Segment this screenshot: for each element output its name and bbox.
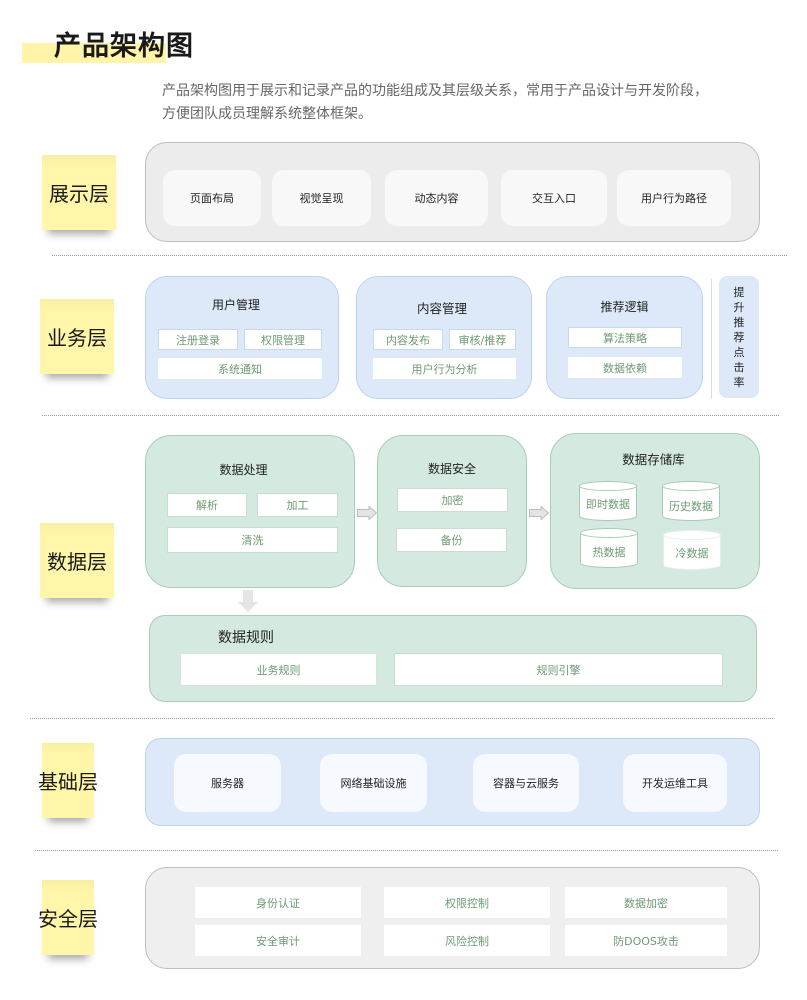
storage-cylinder: 即时数据 — [579, 481, 637, 521]
layer-divider — [52, 255, 787, 256]
layer-label-infrastructure: 基础层 — [38, 743, 98, 818]
arrow-right-icon — [529, 506, 549, 520]
presentation-item: 动态内容 — [385, 170, 488, 226]
business-group-recommendation: 推荐逻辑 算法策略 数据依赖 — [546, 276, 703, 399]
layer-label-text: 基础层 — [38, 770, 98, 794]
group-title: 用户管理 — [211, 298, 260, 312]
business-chip: 内容发布 — [373, 329, 443, 350]
group-title: 内容管理 — [416, 301, 467, 316]
security-item: 数据加密 — [565, 887, 727, 918]
group-title: 数据处理 — [219, 463, 268, 477]
storage-cylinder: 冷数据 — [663, 530, 721, 570]
security-item: 防DOOS攻击 — [565, 925, 727, 956]
business-chip: 权限管理 — [244, 329, 322, 350]
infrastructure-item: 容器与云服务 — [473, 754, 579, 812]
arrow-down-icon — [238, 590, 258, 612]
infrastructure-item: 网络基础设施 — [320, 754, 427, 812]
storage-label: 热数据 — [592, 546, 626, 559]
side-note-char: 率 — [733, 375, 745, 389]
layer-label-text: 安全层 — [38, 907, 98, 931]
arrow-right-icon — [357, 506, 377, 520]
title-highlight — [22, 43, 166, 63]
storage-cylinder: 历史数据 — [662, 481, 720, 521]
database-icon — [580, 528, 638, 568]
layer-label-business: 业务层 — [40, 299, 114, 374]
side-note-char: 升 — [733, 300, 745, 314]
infrastructure-item: 开发运维工具 — [623, 754, 727, 812]
infrastructure-item: 服务器 — [174, 754, 281, 812]
layer-divider — [35, 850, 778, 851]
page-description: 产品架构图用于展示和记录产品的功能组成及其层级关系，常用于产品设计与开发阶段， … — [162, 80, 762, 126]
description-line-1: 产品架构图用于展示和记录产品的功能组成及其层级关系，常用于产品设计与开发阶段， — [162, 83, 708, 99]
presentation-panel: 页面布局 视觉呈现 动态内容 交互入口 用户行为路径 — [145, 142, 760, 242]
data-storage-panel: 数据存储库 即时数据 历史数据 热数据 冷数据 — [550, 433, 760, 589]
security-item: 权限控制 — [384, 887, 550, 918]
data-chip: 解析 — [167, 493, 247, 517]
group-title: 数据安全 — [427, 462, 476, 476]
data-chip: 规则引擎 — [394, 653, 723, 686]
layer-label-data: 数据层 — [40, 523, 114, 598]
business-chip: 用户行为分析 — [373, 358, 516, 379]
storage-label: 即时数据 — [586, 498, 630, 511]
page-title: 产品架构图 — [54, 31, 194, 62]
business-chip: 算法策略 — [568, 327, 682, 348]
data-chip: 业务规则 — [180, 653, 377, 686]
side-note-char: 点 — [733, 345, 745, 359]
data-processing-panel: 数据处理 解析 加工 清洗 — [145, 435, 355, 588]
data-chip: 加工 — [257, 493, 338, 517]
business-chip: 数据依赖 — [568, 357, 682, 378]
data-chip: 加密 — [397, 488, 508, 512]
data-chip: 清洗 — [167, 527, 338, 553]
database-icon — [579, 481, 637, 521]
presentation-item: 交互入口 — [501, 170, 607, 226]
data-security-panel: 数据安全 加密 备份 — [377, 435, 527, 587]
database-icon — [663, 530, 721, 570]
data-rules-panel: 数据规则 业务规则 规则引擎 — [149, 615, 757, 702]
security-panel: 身份认证 权限控制 数据加密 安全审计 风险控制 防DOOS攻击 — [145, 867, 760, 969]
security-item: 风险控制 — [384, 925, 550, 956]
business-group-content-management: 内容管理 内容发布 审核/推荐 用户行为分析 — [356, 276, 532, 399]
business-chip: 审核/推荐 — [449, 329, 516, 350]
infrastructure-panel: 服务器 网络基础设施 容器与云服务 开发运维工具 — [145, 738, 760, 826]
side-note-separator — [711, 279, 712, 399]
group-title: 数据规则 — [218, 630, 274, 646]
group-title: 数据存储库 — [622, 452, 685, 467]
storage-cylinder: 热数据 — [580, 528, 638, 568]
presentation-item: 视觉呈现 — [272, 170, 371, 226]
business-chip: 注册登录 — [158, 329, 238, 350]
business-group-user-management: 用户管理 注册登录 权限管理 系统通知 — [145, 276, 339, 399]
storage-label: 冷数据 — [675, 547, 709, 560]
layer-label-security: 安全层 — [38, 880, 98, 955]
data-chip: 备份 — [396, 528, 507, 552]
side-note-char: 荐 — [733, 330, 745, 344]
presentation-item: 用户行为路径 — [617, 170, 731, 226]
group-title: 推荐逻辑 — [600, 300, 649, 314]
security-item: 安全审计 — [195, 925, 361, 956]
layer-divider — [42, 415, 779, 416]
security-item: 身份认证 — [195, 887, 361, 918]
description-line-2: 方便团队成员理解系统整体框架。 — [162, 106, 372, 122]
layer-divider — [30, 718, 773, 719]
side-note-ctr: 提 升 推 荐 点 击 率 — [719, 276, 759, 398]
side-note-char: 击 — [733, 360, 745, 374]
layer-label-presentation: 展示层 — [42, 155, 116, 230]
database-icon — [662, 481, 720, 521]
side-note-char: 提 — [733, 285, 745, 299]
presentation-item: 页面布局 — [163, 170, 261, 226]
side-note-char: 推 — [733, 315, 745, 329]
business-chip: 系统通知 — [158, 358, 322, 379]
storage-label: 历史数据 — [669, 500, 713, 513]
